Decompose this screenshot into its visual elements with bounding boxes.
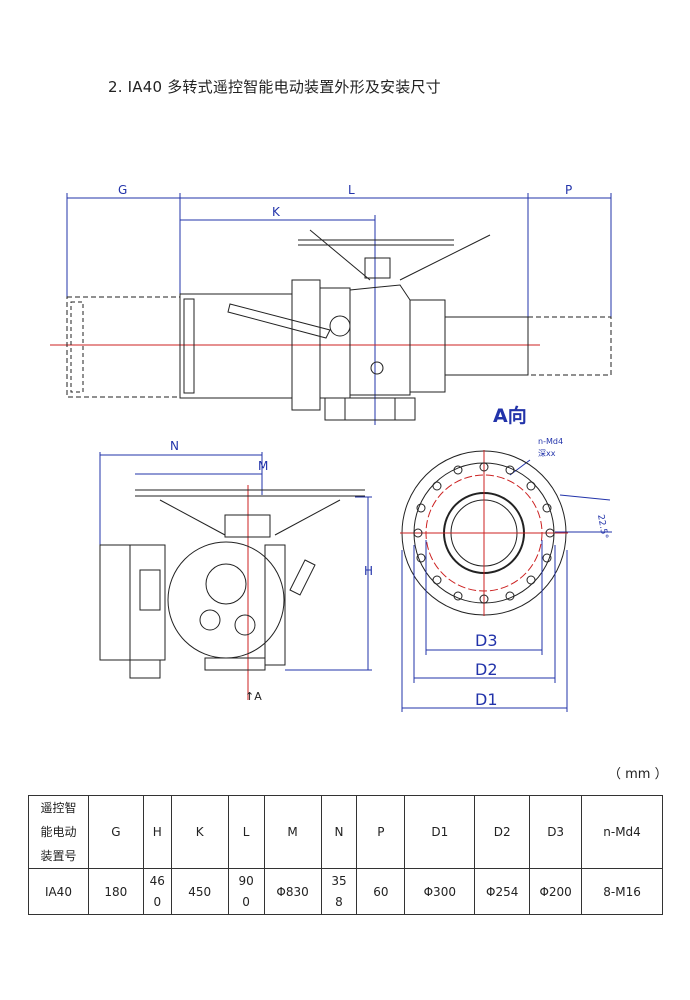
table-cell: Φ254 xyxy=(474,868,531,915)
table-header-row: 遥控智能电动装置号 G H K L M N P D1 D2 D3 n-Md4 xyxy=(28,795,663,869)
table-cell: 60 xyxy=(356,868,406,915)
dim-label-d1: D1 xyxy=(475,690,498,709)
table-header-cell: L xyxy=(227,795,265,869)
table-header-cell: D1 xyxy=(404,795,476,869)
angle-note: 22.5° xyxy=(595,514,609,540)
table-cell: Φ300 xyxy=(404,868,476,915)
page-title: 2. IA40 多转式遥控智能电动装置外形及安装尺寸 xyxy=(108,78,441,96)
dim-label-g: G xyxy=(118,183,127,197)
table-cell: IA40 xyxy=(28,868,89,915)
bolt-holes xyxy=(413,462,555,604)
table-header-cell: D3 xyxy=(529,795,583,869)
table-cell: Φ200 xyxy=(529,868,583,915)
dim-label-k: K xyxy=(272,205,281,219)
table-header-cell: K xyxy=(170,795,229,869)
table-cell: 450 xyxy=(170,868,229,915)
table-header-cell: P xyxy=(356,795,406,869)
table-header-cell: M xyxy=(263,795,322,869)
dim-label-p: P xyxy=(565,183,572,197)
table-header-cell: n-Md4 xyxy=(581,795,663,869)
table-cell: 180 xyxy=(87,868,144,915)
bolt-note: n-Md4 xyxy=(538,437,563,446)
table-header-cell: G xyxy=(87,795,144,869)
dim-label-n: N xyxy=(170,439,179,453)
table-row: IA40 180 460 450 900 Φ830 358 60 Φ300 Φ2… xyxy=(28,868,663,915)
dim-label-d3: D3 xyxy=(475,631,498,650)
flange-view: A向 n-Md4 深xx 22.5° xyxy=(400,404,612,712)
dim-label-l: L xyxy=(348,183,355,197)
dim-label-m: M xyxy=(258,459,268,473)
table-header-cell: 遥控智能电动装置号 xyxy=(28,795,89,869)
view-arrow-a: ↑A xyxy=(245,690,262,703)
dimension-table: 遥控智能电动装置号 G H K L M N P D1 D2 D3 n-Md4 I… xyxy=(28,795,663,915)
table-cell: 8-M16 xyxy=(581,868,663,915)
technical-drawing: G L P K xyxy=(50,183,612,712)
front-view: N M H ↑A xyxy=(99,439,373,703)
table-cell: 900 xyxy=(227,868,265,915)
table-header-cell: N xyxy=(320,795,358,869)
table-header-cell: D2 xyxy=(474,795,531,869)
table-cell: Φ830 xyxy=(263,868,322,915)
dim-label-d2: D2 xyxy=(475,660,498,679)
table-cell: 460 xyxy=(142,868,172,915)
a-view-label: A向 xyxy=(493,404,527,427)
unit-label: （ mm ） xyxy=(608,767,668,782)
bolt-depth-note: 深xx xyxy=(538,449,556,458)
dim-label-h: H xyxy=(364,564,373,578)
table-cell: 358 xyxy=(320,868,358,915)
table-header-cell: H xyxy=(142,795,172,869)
side-view: G L P K xyxy=(50,183,612,425)
